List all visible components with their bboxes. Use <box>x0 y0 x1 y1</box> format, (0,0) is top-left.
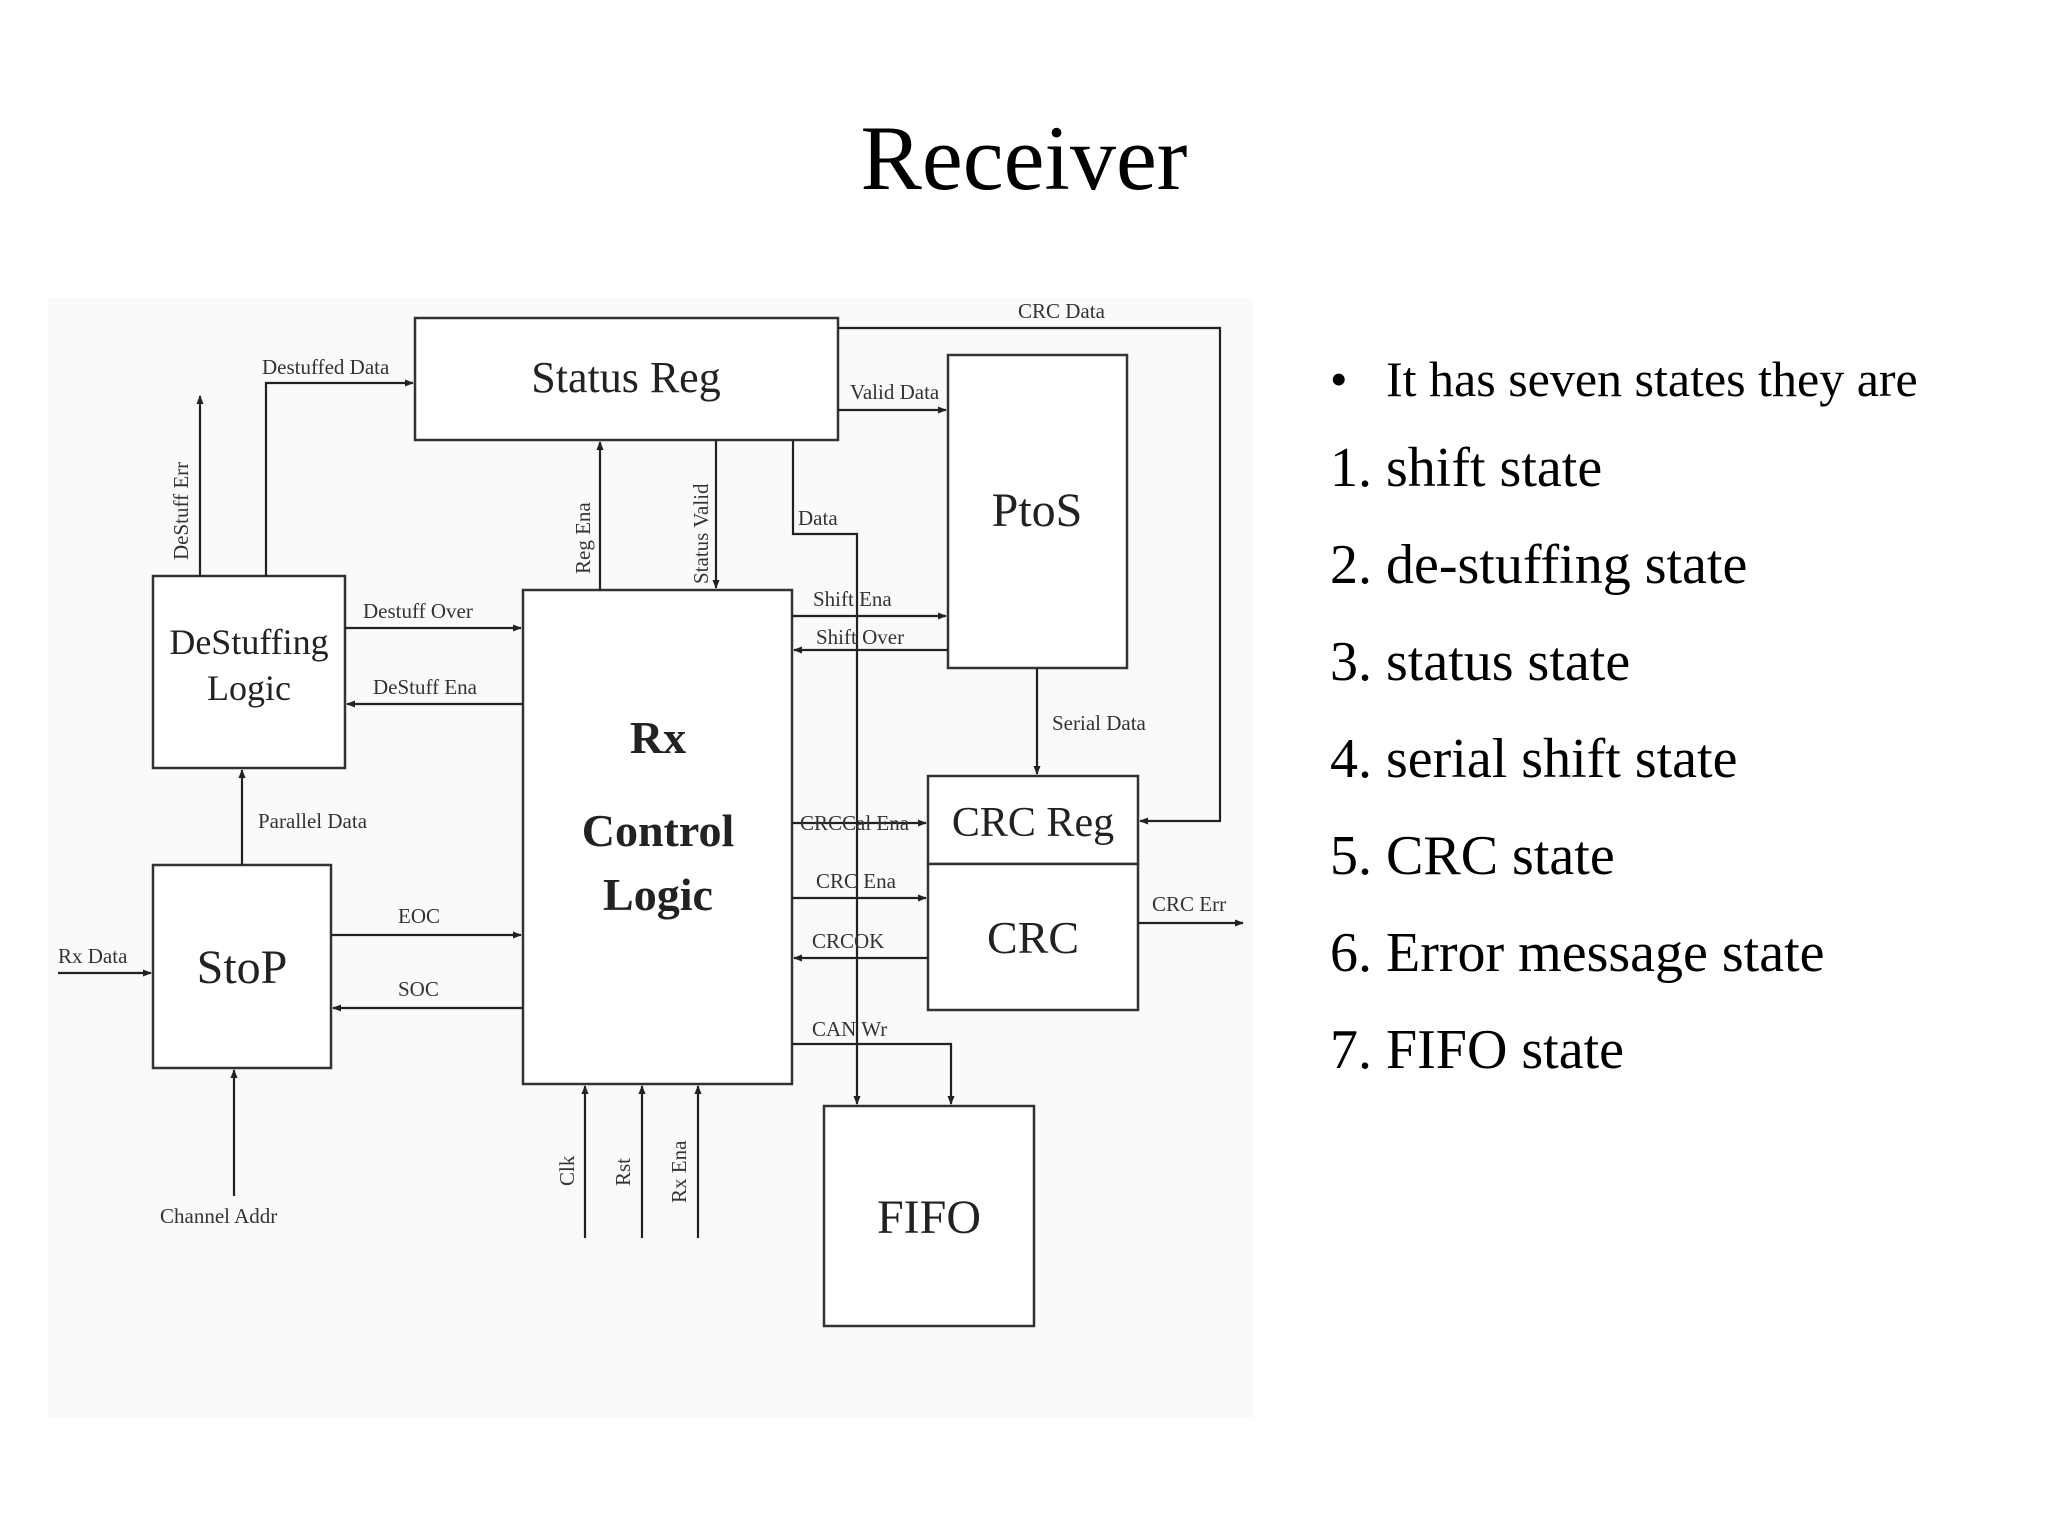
destuff-ena-label: DeStuff Ena <box>373 675 478 699</box>
rst-label: Rst <box>611 1158 635 1186</box>
status-valid-label: Status Valid <box>689 483 713 584</box>
rx-label-2: Control <box>582 805 735 856</box>
can-wr-line <box>792 1042 955 1105</box>
destuffing-label-2: Logic <box>207 668 291 708</box>
states-text-block: • It has seven states they are 1.shift s… <box>1330 348 2030 1099</box>
slide-title: Receiver <box>860 107 1188 209</box>
destuffed-data-label: Destuffed Data <box>262 355 390 379</box>
crc-cal-ena-label: CRCCal Ena <box>800 811 910 835</box>
rx-data-label: Rx Data <box>58 944 128 968</box>
intro-bullet: • It has seven states they are <box>1330 348 2030 410</box>
crc-block <box>926 862 1140 1012</box>
bullet-dot-icon: • <box>1330 351 1348 407</box>
state-item: 1.shift state <box>1330 437 1603 499</box>
state-item: 7.FIFO state <box>1330 1019 1624 1081</box>
channel-addr-label: Channel Addr <box>160 1204 277 1228</box>
intro-text: It has seven states they are <box>1386 351 1918 407</box>
destuffing-logic-block <box>151 574 347 770</box>
stop-block <box>151 863 333 1070</box>
stop-label: StoP <box>197 941 288 994</box>
data-line <box>791 440 861 1105</box>
crc-ok-label: CRCOK <box>812 929 884 953</box>
soc-label: SOC <box>398 977 439 1001</box>
can-wr-label: CAN Wr <box>812 1017 887 1041</box>
fifo-label: FIFO <box>877 1191 981 1244</box>
state-item: 5.CRC state <box>1330 825 1615 887</box>
crc-reg-label: CRC Reg <box>952 800 1114 846</box>
destuffed-data-line <box>264 379 414 576</box>
valid-data-label: Valid Data <box>850 380 940 404</box>
data-label: Data <box>798 506 838 530</box>
crc-ena-label: CRC Ena <box>816 869 897 893</box>
rx-ena-label: Rx Ena <box>667 1140 691 1203</box>
shift-over-label: Shift Over <box>816 625 904 649</box>
crc-err-label: CRC Err <box>1152 892 1226 916</box>
eoc-label: EOC <box>398 904 440 928</box>
rx-label-3: Logic <box>603 869 713 920</box>
ptos-block <box>946 353 1129 670</box>
ptos-label: PtoS <box>992 484 1083 537</box>
receiver-block-diagram: Status Reg PtoS DeStuffing Logic Rx Cont… <box>48 298 1253 1418</box>
shift-ena-label: Shift Ena <box>813 587 892 611</box>
reg-ena-label: Reg Ena <box>571 502 595 574</box>
fifo-block <box>822 1104 1036 1328</box>
state-item: 2.de-stuffing state <box>1330 534 1748 596</box>
states-list: 1.shift state 2.de-stuffing state 3.stat… <box>1330 420 2030 1099</box>
destuff-err-label: DeStuff Err <box>169 462 193 560</box>
crc-data-line <box>838 326 1222 825</box>
destuffing-label-1: DeStuffing <box>169 622 328 662</box>
crc-data-label: CRC Data <box>1018 299 1106 323</box>
serial-data-label: Serial Data <box>1052 711 1147 735</box>
destuff-over-label: Destuff Over <box>363 599 473 623</box>
clk-label: Clk <box>555 1155 579 1186</box>
state-item: 4.serial shift state <box>1330 728 1738 790</box>
state-item: 6.Error message state <box>1330 922 1825 984</box>
status-reg-block <box>413 316 840 442</box>
rx-control-logic-block <box>521 588 794 1086</box>
status-reg-label: Status Reg <box>531 353 720 402</box>
rx-label-1: Rx <box>630 712 686 763</box>
parallel-data-label: Parallel Data <box>258 809 368 833</box>
crc-label: CRC <box>987 912 1079 963</box>
state-item: 3.status state <box>1330 631 1631 693</box>
